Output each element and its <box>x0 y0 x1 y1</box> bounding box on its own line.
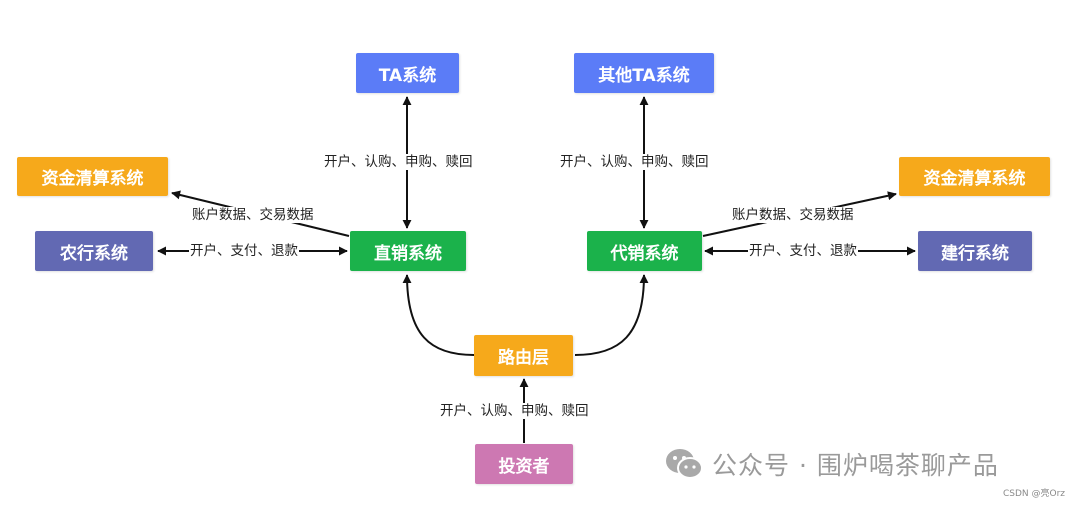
node-investor: 投资者 <box>475 444 573 484</box>
edge-label-clearing-left: 账户数据、交易数据 <box>191 207 315 223</box>
edge-label-bank-right: 开户、支付、退款 <box>748 243 858 259</box>
node-clearing-right: 资金清算系统 <box>899 157 1050 196</box>
edge-label-clearing-right: 账户数据、交易数据 <box>731 207 855 223</box>
watermark-text: 公众号 · 围炉喝茶聊产品 <box>712 451 999 480</box>
node-direct-sales: 直销系统 <box>350 231 466 271</box>
node-other-ta-system: 其他TA系统 <box>574 53 714 93</box>
watermark: 公众号 · 围炉喝茶聊产品 <box>664 446 999 482</box>
edge-label-bank-left: 开户、支付、退款 <box>189 243 299 259</box>
node-agency-sales: 代销系统 <box>587 231 702 271</box>
source-credit: CSDN @亮Orz <box>1003 489 1066 499</box>
node-abc-system: 农行系统 <box>35 231 153 271</box>
node-ccb-system: 建行系统 <box>918 231 1032 271</box>
edge-routing-direct <box>402 274 475 356</box>
edge-label-ta-right: 开户、认购、申购、赎回 <box>559 154 710 170</box>
edge-label-investor: 开户、认购、申购、赎回 <box>439 403 590 419</box>
node-ta-system: TA系统 <box>356 53 459 93</box>
wechat-icon <box>666 449 703 479</box>
node-routing-layer: 路由层 <box>474 335 573 376</box>
edge-routing-agency <box>574 274 649 356</box>
edge-label-ta-left: 开户、认购、申购、赎回 <box>323 154 474 170</box>
node-clearing-left: 资金清算系统 <box>17 157 168 196</box>
